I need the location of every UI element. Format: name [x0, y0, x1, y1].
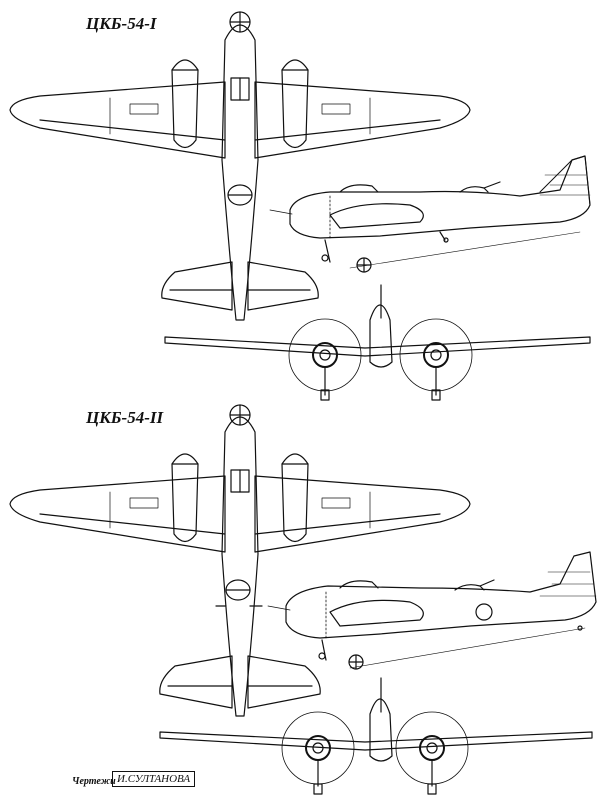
- wing-planform-1: [9, 81, 471, 159]
- tailplane-1: [161, 261, 319, 311]
- side-fuselage-2: [285, 551, 597, 639]
- front-view-2: [159, 677, 593, 795]
- side-cockpit-2: [339, 580, 379, 589]
- nacelle-right-1: [281, 59, 309, 149]
- top-view-2: [9, 404, 471, 717]
- front-wing-2: [159, 731, 593, 751]
- nacelle-left-1: [171, 59, 199, 149]
- variant-1-title: ЦКБ-54-I: [86, 14, 157, 33]
- tailplane-2: [159, 655, 321, 709]
- credit-label: Чертежи: [72, 776, 116, 787]
- top-view-1: [9, 11, 471, 321]
- front-fuselage-2: [369, 698, 393, 762]
- side-cockpit-1: [339, 184, 379, 193]
- wing-planform-2: [9, 475, 471, 553]
- credit-author: И.СУЛТАНОВА: [112, 771, 196, 787]
- front-wing-1: [164, 336, 591, 357]
- nacelle-left-2: [171, 453, 199, 543]
- side-view-2: [267, 551, 597, 670]
- side-nacelle-1: [329, 203, 424, 229]
- front-view-1: [164, 284, 591, 401]
- nacelle-right-2: [281, 453, 309, 543]
- fuselage-2: [221, 416, 259, 717]
- side-view-1: [269, 155, 591, 273]
- variant-2-title: ЦКБ-54-II: [86, 408, 164, 427]
- side-fuselage-1: [289, 155, 591, 239]
- side-nacelle-2: [329, 599, 424, 627]
- front-fuselage-1: [369, 304, 393, 368]
- fuselage-1: [221, 24, 259, 321]
